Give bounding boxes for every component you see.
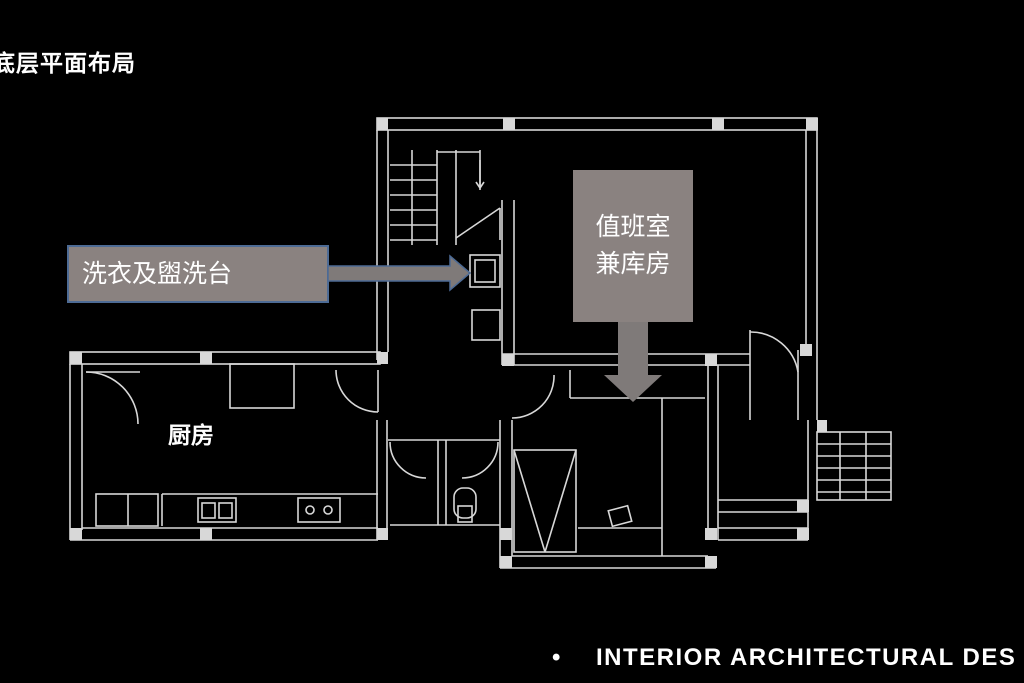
slide-title: 底层平面布局 (0, 51, 136, 77)
plan-walls (69, 117, 892, 569)
laundry-label: 洗衣及盥洗台 (82, 259, 232, 288)
duty-room-callout-box (573, 170, 693, 322)
footer-text: INTERIOR ARCHITECTURAL DES (596, 644, 1017, 671)
duty-room-label-line2: 兼库房 (595, 249, 670, 278)
footer-bullet: • (552, 644, 562, 671)
duty-room-label-line1: 值班室 (595, 212, 670, 241)
laundry-callout-arrow (327, 254, 472, 292)
footer-caption: • INTERIOR ARCHITECTURAL DES (552, 644, 1024, 672)
duty-room-callout-arrow (604, 322, 662, 402)
kitchen-label: 厨房 (168, 422, 214, 449)
plan-columns (70, 118, 827, 568)
laundry-callout-box (67, 245, 329, 303)
